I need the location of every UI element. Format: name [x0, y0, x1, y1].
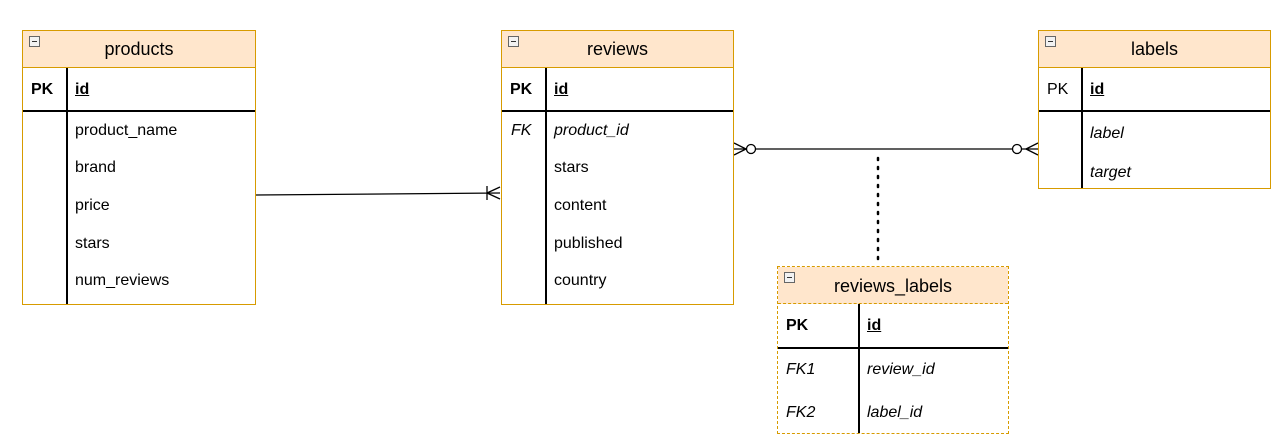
fk2-key: FK2: [786, 404, 816, 421]
reviews-labels-title: reviews_labels: [833, 276, 953, 296]
products-table[interactable]: products PK id product_name brand price …: [22, 30, 256, 305]
collapse-icon[interactable]: [1045, 36, 1056, 47]
column-divider: [545, 68, 547, 304]
products-header[interactable]: products: [23, 31, 255, 68]
pk-divider: [502, 110, 733, 112]
pk-key: PK: [31, 81, 54, 98]
products-title: products: [104, 39, 174, 59]
field-country[interactable]: country: [554, 272, 607, 289]
pk-divider: [23, 110, 255, 112]
pk-key: PK: [1047, 81, 1069, 98]
pk-field[interactable]: id: [1090, 81, 1105, 98]
field-label[interactable]: label: [1090, 125, 1124, 142]
labels-title: labels: [1130, 39, 1179, 59]
field-published[interactable]: published: [554, 235, 623, 252]
column-divider: [66, 68, 68, 304]
reviews-labels-header[interactable]: reviews_labels: [778, 267, 1008, 304]
column-divider: [1081, 68, 1083, 188]
field-product-name[interactable]: product_name: [75, 122, 178, 139]
pk-key: PK: [510, 81, 533, 98]
fk-key: FK: [511, 122, 532, 139]
field-review-id[interactable]: review_id: [867, 361, 935, 378]
field-stars[interactable]: stars: [554, 159, 589, 176]
products-reviews-relationship[interactable]: [255, 186, 501, 200]
reviews-title: reviews: [586, 39, 648, 59]
field-brand[interactable]: brand: [75, 159, 116, 176]
labels-table[interactable]: labels PK id label target: [1038, 30, 1271, 189]
pk-field[interactable]: id: [75, 81, 90, 98]
collapse-icon[interactable]: [784, 272, 795, 283]
field-stars[interactable]: stars: [75, 235, 110, 252]
field-price[interactable]: price: [75, 197, 110, 214]
field-content[interactable]: content: [554, 197, 607, 214]
reviews-labels-table[interactable]: reviews_labels PK id FK1 review_id FK2 l…: [777, 266, 1009, 434]
reviews-table[interactable]: reviews PK id FK product_id stars conten…: [501, 30, 734, 305]
reviews-labels-relationship[interactable]: [733, 142, 1039, 156]
reviews-header[interactable]: reviews: [502, 31, 733, 68]
pk-field[interactable]: id: [867, 317, 882, 334]
field-target[interactable]: target: [1090, 164, 1131, 181]
pk-divider: [1039, 110, 1270, 112]
pk-divider: [778, 347, 1008, 349]
pk-field[interactable]: id: [554, 81, 569, 98]
field-product-id[interactable]: product_id: [554, 122, 629, 139]
column-divider: [858, 304, 860, 433]
collapse-icon[interactable]: [508, 36, 519, 47]
field-label-id[interactable]: label_id: [867, 404, 923, 421]
field-num-reviews[interactable]: num_reviews: [75, 272, 170, 289]
labels-header[interactable]: labels: [1039, 31, 1270, 68]
pk-key: PK: [786, 317, 809, 334]
fk1-key: FK1: [786, 361, 816, 378]
collapse-icon[interactable]: [29, 36, 40, 47]
